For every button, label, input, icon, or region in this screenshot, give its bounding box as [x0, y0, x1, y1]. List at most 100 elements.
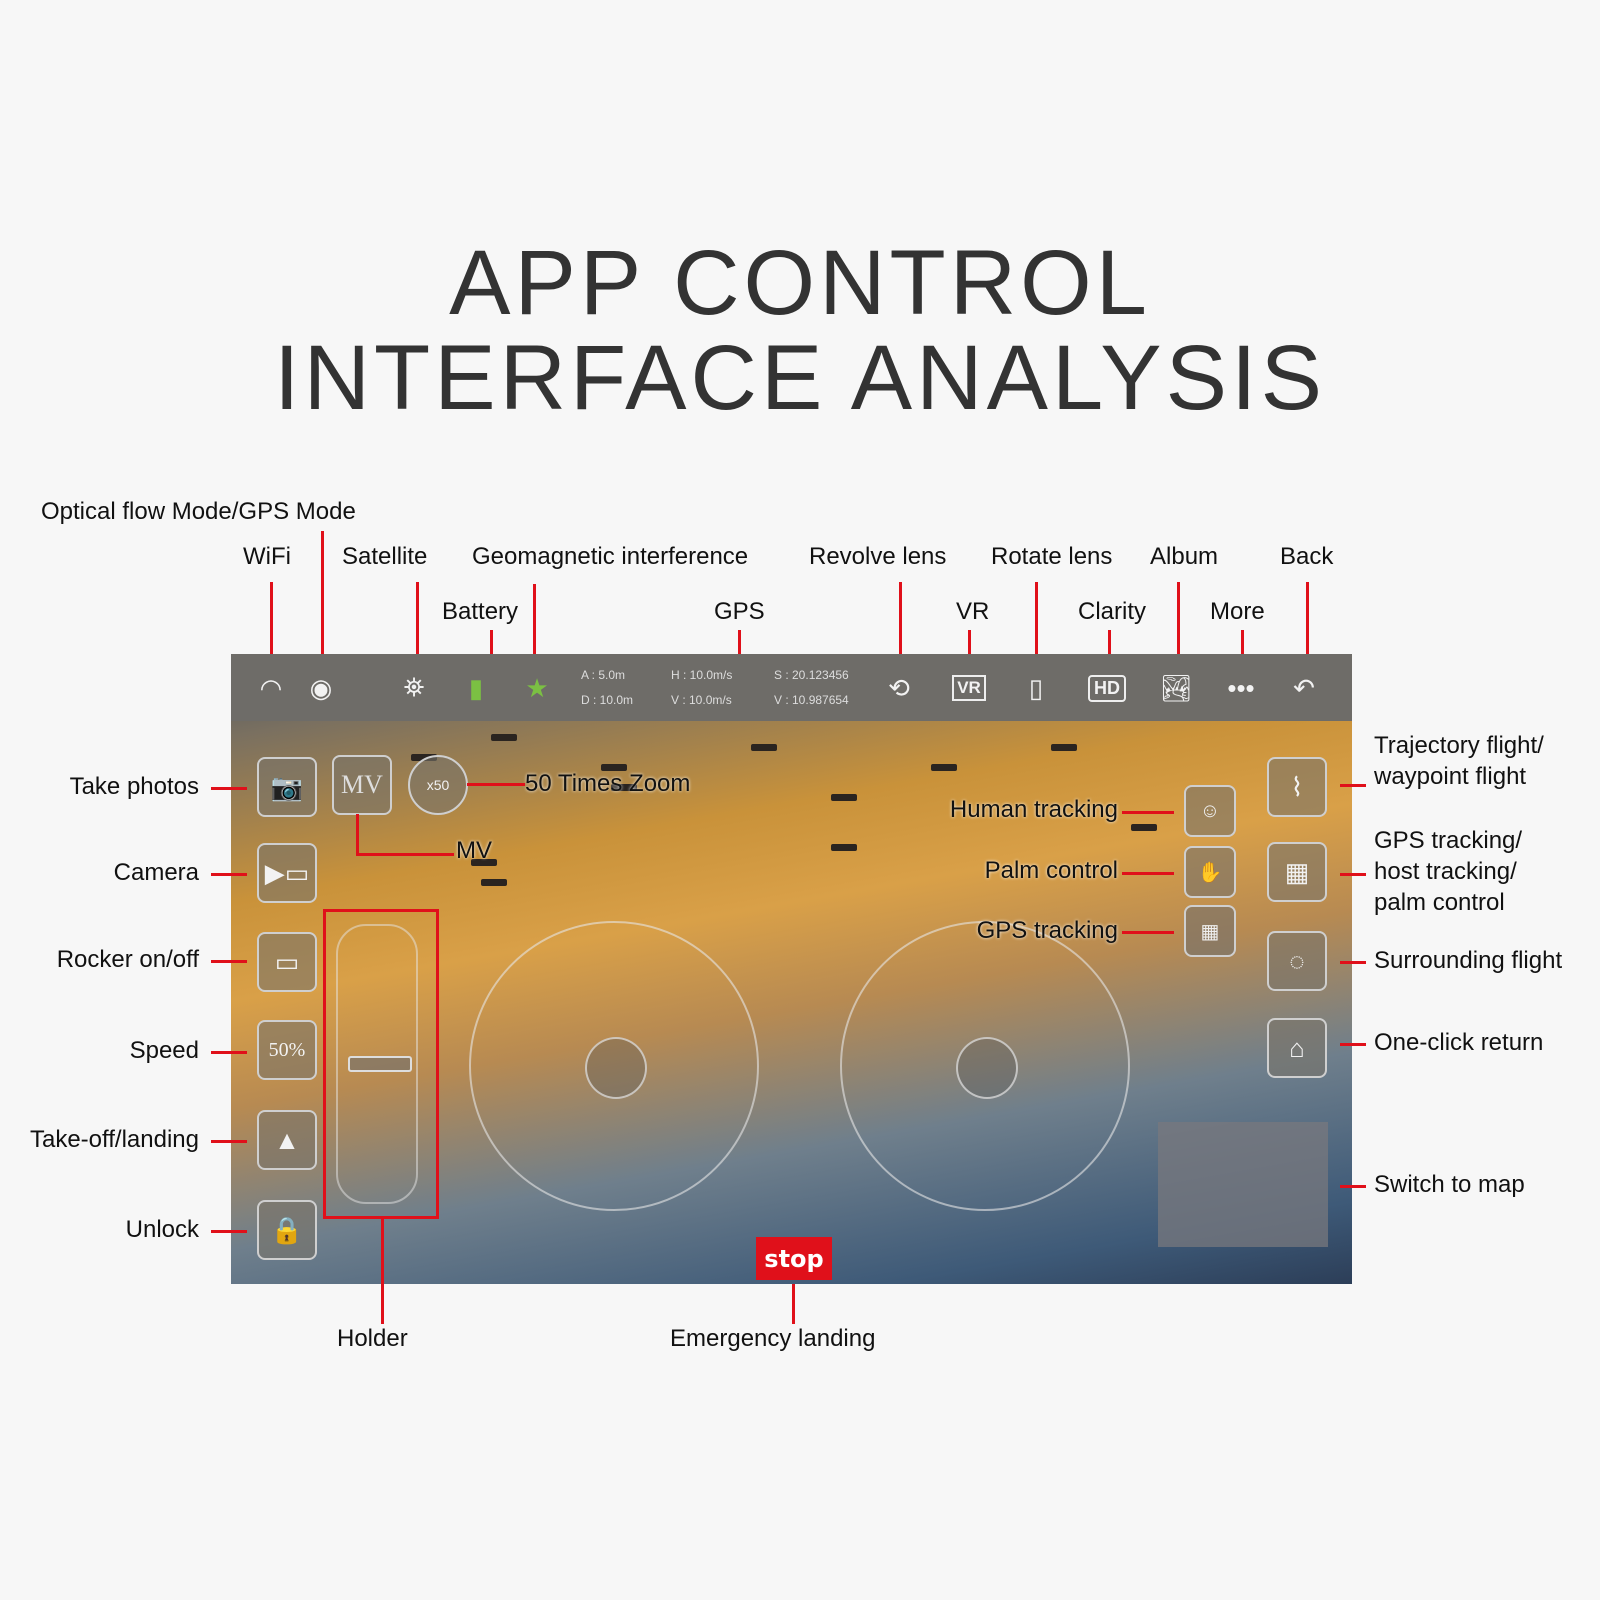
label-palm-control: Palm control — [984, 857, 1118, 884]
optical-flow-mode-icon[interactable]: ◉ — [309, 672, 333, 703]
one-click-return-button[interactable]: ⌂ — [1267, 1018, 1327, 1078]
leader-line — [467, 783, 525, 786]
leader-line — [1177, 582, 1180, 668]
zoom-button[interactable]: x50 — [408, 755, 468, 815]
label-vr: VR — [956, 598, 990, 625]
label-more: More — [1210, 598, 1265, 625]
leader-line — [211, 873, 247, 876]
gps-tracking-button[interactable]: ▦ — [1184, 905, 1236, 957]
leader-line — [738, 630, 741, 668]
leader-line — [1108, 630, 1111, 668]
unlock-button[interactable]: 🔒 — [257, 1200, 317, 1260]
leader-line — [356, 853, 454, 856]
leader-line — [1122, 872, 1174, 875]
label-gps: GPS — [714, 598, 765, 625]
trajectory-flight-button[interactable]: ⌇ — [1267, 757, 1327, 817]
label-surrounding: Surrounding flight — [1374, 947, 1563, 974]
title-line2: INTERFACE ANALYSIS — [274, 327, 1326, 429]
label-battery: Battery — [442, 598, 519, 625]
left-joystick-knob[interactable] — [585, 1037, 647, 1099]
label-human-tracking: Human tracking — [949, 796, 1118, 823]
leader-line — [270, 582, 273, 662]
human-tracking-button[interactable]: ☺ — [1184, 785, 1236, 837]
takeoff-landing-button[interactable]: ▲ — [257, 1110, 317, 1170]
label-trajectory: Trajectory flight/waypoint flight — [1374, 732, 1544, 791]
map-thumbnail[interactable] — [1158, 1122, 1328, 1247]
leader-line — [1340, 961, 1366, 964]
battery-icon: ▮ — [468, 672, 484, 703]
label-rotate-lens: Rotate lens — [991, 543, 1113, 570]
label-album: Album — [1150, 543, 1219, 570]
leader-line — [321, 531, 324, 662]
title-line1: APP CONTROL — [449, 232, 1151, 334]
label-gps-tracking: GPS tracking — [976, 917, 1118, 944]
leader-line — [211, 1140, 247, 1143]
leader-line — [1306, 582, 1309, 668]
label-back: Back — [1280, 543, 1334, 570]
leader-line — [211, 1051, 247, 1054]
leader-line — [1340, 1043, 1366, 1046]
label-revolve-lens: Revolve lens — [809, 543, 947, 570]
label-clarity: Clarity — [1078, 598, 1147, 625]
rocker-toggle-button[interactable]: ▭ — [257, 932, 317, 992]
satellite-icon: ⛯ — [403, 672, 425, 702]
leader-line — [1035, 582, 1038, 668]
label-optical-flow: Optical flow Mode/GPS Mode — [41, 498, 356, 525]
rotate-lens-icon[interactable]: ▯ — [1028, 672, 1044, 703]
label-50-times-zoom: 50 Times Zoom — [525, 770, 691, 797]
leader-line — [792, 1284, 795, 1324]
label-unlock: Unlock — [125, 1216, 199, 1243]
palm-control-button[interactable]: ✋ — [1184, 846, 1236, 898]
label-gps-host-tracking: GPS tracking/host tracking/palm control — [1374, 827, 1523, 917]
gps-host-tracking-button[interactable]: ▦ — [1267, 842, 1327, 902]
label-wifi: WiFi — [243, 543, 291, 570]
leader-line — [1241, 630, 1244, 668]
leader-line — [1122, 931, 1174, 934]
leader-line — [533, 584, 536, 672]
label-map: Switch to map — [1374, 1171, 1525, 1198]
hd-button[interactable]: HD — [1088, 674, 1126, 702]
holder-highlight-box — [323, 909, 439, 1219]
leader-line — [1340, 784, 1366, 787]
album-icon[interactable]: 🏞 — [1159, 672, 1193, 703]
camera-button[interactable]: ▶▭ — [257, 843, 317, 903]
speed-button[interactable]: 50% — [257, 1020, 317, 1080]
label-holder: Holder — [337, 1325, 408, 1352]
label-return: One-click return — [1374, 1029, 1544, 1056]
label-takeoff: Take-off/landing — [29, 1126, 199, 1153]
leader-line — [490, 630, 493, 665]
holder-slider[interactable] — [336, 924, 418, 1204]
revolve-lens-icon[interactable]: ⟲ — [888, 672, 910, 703]
right-joystick-knob[interactable] — [956, 1037, 1018, 1099]
label-camera: Camera — [113, 859, 199, 886]
leader-line — [899, 582, 902, 668]
back-icon[interactable]: ↶ — [1293, 672, 1315, 703]
surrounding-flight-button[interactable]: ◌ — [1267, 931, 1327, 991]
geomagnetic-icon: ★ — [525, 672, 549, 703]
leader-line — [381, 1219, 384, 1324]
emergency-stop-button[interactable]: stop — [756, 1237, 832, 1280]
take-photo-button[interactable]: 📷 — [257, 757, 317, 817]
left-joystick[interactable] — [469, 921, 759, 1211]
label-emergency-landing: Emergency landing — [670, 1325, 876, 1352]
label-take-photos: Take photos — [69, 773, 199, 800]
right-joystick[interactable] — [840, 921, 1130, 1211]
holder-slider-handle[interactable] — [348, 1056, 412, 1072]
label-rocker: Rocker on/off — [56, 946, 199, 973]
vr-button[interactable]: VR — [952, 675, 986, 701]
leader-line — [1122, 811, 1174, 814]
leader-line — [211, 1230, 247, 1233]
leader-line — [356, 814, 359, 856]
wifi-icon: ◠ — [259, 672, 283, 703]
leader-line — [416, 582, 419, 662]
label-mv: MV — [456, 837, 492, 864]
more-icon[interactable]: ••• — [1227, 672, 1255, 703]
leader-line — [968, 630, 971, 668]
leader-line — [211, 787, 247, 790]
label-speed: Speed — [129, 1037, 199, 1064]
mv-button[interactable]: MV — [332, 755, 392, 815]
